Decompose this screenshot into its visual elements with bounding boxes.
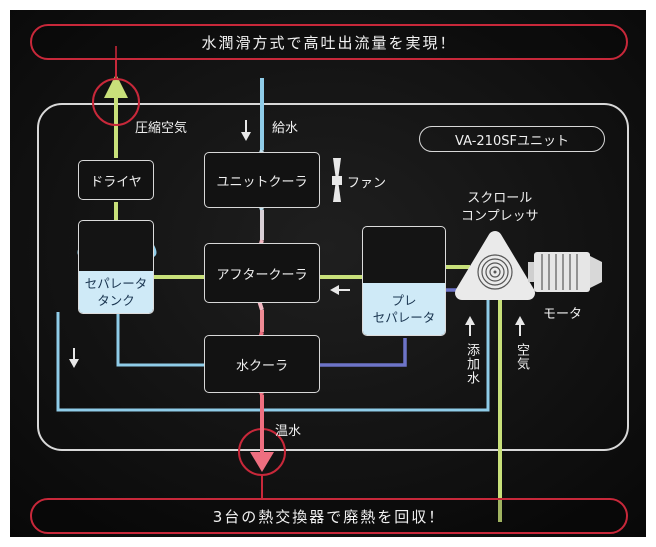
flow-arrows [69,120,525,368]
pre-separator-label: プレセパレータ [363,283,445,335]
unit-frame [37,103,629,451]
pre-separator-label-line2: セパレータ [372,310,436,325]
water-cooler-box: 水クーラ [204,335,320,393]
hot-water-label: 温水 [275,424,302,439]
fan-icon [332,158,342,202]
unit-label: VA-210SFユニット [419,126,605,152]
water-supply-label: 給水 [272,121,299,136]
top-banner: 水潤滑方式で高吐出流量を実現！ [30,24,628,60]
motor-icon [528,252,602,292]
separator-tank-label-line1: セパレータ [84,276,148,291]
bottom-banner: 3台の熱交換器で廃熱を回収！ [30,498,628,534]
scroll-compressor-label-line1: スクロール [467,191,533,206]
air-label: 空気 [514,343,529,371]
scroll-compressor-label: スクロールコンプレッサ [461,190,539,226]
scroll-compressor-icon [455,231,535,300]
pre-separator-tank: プレセパレータ [362,226,446,336]
compressed-air-label: 圧縮空気 [135,121,188,136]
compressed-air-arrow [104,74,128,98]
scroll-compressor-label-line2: コンプレッサ [461,209,539,224]
dryer-box: ドライヤ [78,160,154,200]
cold-water-loop [56,287,490,412]
motor-label: モータ [543,307,583,322]
separator-tank-label: セパレータタンク [79,271,153,313]
unit-cooler-box: ユニットクーラ [204,152,320,208]
separator-tank-label-line2: タンク [97,293,135,308]
separator-tank: セパレータタンク [78,220,154,314]
pre-separator-label-line1: プレ [391,293,417,308]
water-addition-label: 添加水 [464,343,479,385]
after-cooler-box: アフタークーラ [204,243,320,303]
hot-water-arrow [250,452,274,472]
fan-label: ファン [347,176,387,191]
